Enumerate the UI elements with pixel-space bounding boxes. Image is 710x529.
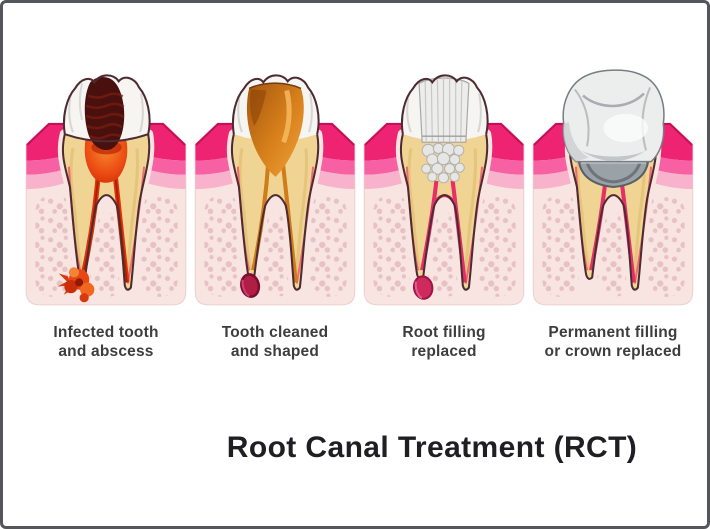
- stage-label-4-line-2: or crown replaced: [544, 343, 682, 360]
- panel-stage-2: Tooth cleaned and shaped: [192, 61, 358, 361]
- cleaned-canal-cavity: [246, 82, 304, 177]
- panel-stage-4: Permanent filling or crown replaced: [530, 61, 696, 361]
- stage-label-1-line-2: and abscess: [58, 343, 154, 360]
- abscess: [412, 275, 434, 300]
- stage-label-1: Infected tooth and abscess: [53, 323, 158, 361]
- stage-label-4-line-1: Permanent filling: [548, 324, 678, 341]
- panel-stage-3: Root filling replaced: [361, 61, 527, 361]
- crown-cap: [562, 69, 665, 163]
- infographic-title: Root Canal Treatment (RCT): [226, 431, 638, 464]
- tooth-illustration-root-filled: [363, 74, 525, 306]
- core-base: [577, 160, 650, 189]
- tooth: [57, 74, 155, 295]
- stage-label-3: Root filling replaced: [402, 323, 485, 361]
- stage-label-2-line-1: Tooth cleaned: [221, 324, 329, 341]
- tooth: [226, 74, 324, 295]
- abscess: [57, 267, 95, 303]
- panel-stage-1: Infected tooth and abscess: [23, 61, 189, 361]
- abscess: [240, 273, 261, 298]
- stage-panels: Infected tooth and abscess: [3, 3, 707, 361]
- temporary-filling: [418, 77, 470, 184]
- stage-label-1-line-1: Infected tooth: [53, 324, 159, 341]
- tooth-illustration-crowned: [532, 69, 694, 306]
- tooth-illustration-infected: [25, 74, 187, 306]
- stage-label-3-line-2: replaced: [411, 343, 477, 360]
- tooth: [395, 74, 493, 295]
- stage-label-4: Permanent filling or crown replaced: [545, 323, 682, 361]
- decay-cavity: [84, 76, 125, 155]
- stage-label-3-line-1: Root filling: [402, 324, 486, 341]
- stage-label-2: Tooth cleaned and shaped: [222, 323, 329, 361]
- stage-label-2-line-2: and shaped: [230, 343, 320, 360]
- tooth-illustration-cleaned: [194, 74, 356, 306]
- tooth: [562, 69, 665, 295]
